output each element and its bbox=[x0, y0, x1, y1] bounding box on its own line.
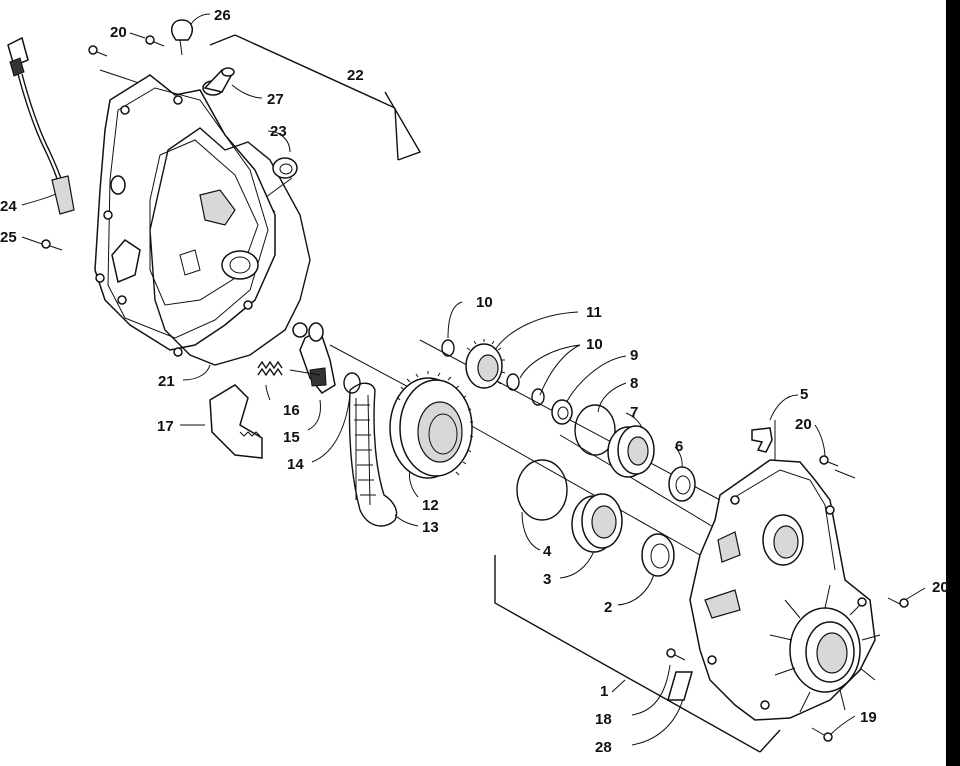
o-ring bbox=[516, 459, 568, 521]
callout-7: 7 bbox=[630, 404, 638, 421]
callout-25: 25 bbox=[0, 229, 17, 246]
callout-20: 20 bbox=[795, 416, 812, 433]
washer bbox=[551, 399, 573, 425]
screw bbox=[811, 727, 833, 742]
inner-cover-assembly bbox=[94, 74, 276, 357]
callout-2: 2 bbox=[604, 599, 612, 616]
screw bbox=[887, 597, 909, 608]
snap-ring bbox=[441, 339, 455, 357]
callout-23: 23 bbox=[270, 123, 287, 140]
callout-3: 3 bbox=[543, 571, 551, 588]
callout-14: 14 bbox=[287, 456, 304, 473]
callout-10: 10 bbox=[586, 336, 603, 353]
callout-21: 21 bbox=[158, 373, 175, 390]
callout-28: 28 bbox=[595, 739, 612, 756]
vent-fitting bbox=[751, 427, 773, 453]
callout-16: 16 bbox=[283, 402, 300, 419]
sprocket bbox=[389, 371, 474, 479]
callout-6: 6 bbox=[675, 438, 683, 455]
gasket bbox=[149, 127, 311, 366]
seal bbox=[668, 466, 696, 502]
callout-12: 12 bbox=[422, 497, 439, 514]
callout-9: 9 bbox=[630, 347, 638, 364]
callout-1: 1 bbox=[600, 683, 608, 700]
seal bbox=[272, 157, 298, 179]
snap-ring bbox=[506, 373, 520, 391]
callout-11: 11 bbox=[586, 304, 602, 321]
chaincase-housing bbox=[689, 459, 881, 721]
screw bbox=[819, 455, 839, 467]
screw bbox=[88, 35, 165, 57]
dipstick bbox=[667, 671, 693, 701]
callout-13: 13 bbox=[422, 519, 439, 536]
callout-20: 20 bbox=[932, 579, 949, 596]
callout-15: 15 bbox=[283, 429, 300, 446]
spring bbox=[257, 360, 283, 377]
screw bbox=[41, 239, 63, 251]
clip bbox=[171, 19, 193, 56]
callout-10: 10 bbox=[476, 294, 493, 311]
speed-sensor bbox=[7, 36, 75, 215]
callout-5: 5 bbox=[800, 386, 808, 403]
callout-24: 24 bbox=[0, 198, 17, 215]
callout-22: 22 bbox=[347, 67, 364, 84]
bearing bbox=[607, 425, 655, 478]
callout-27: 27 bbox=[267, 91, 284, 108]
callout-8: 8 bbox=[630, 375, 638, 392]
callout-labels: 1 2 3 4 5 6 7 8 9 10 10 11 12 13 14 15 1… bbox=[0, 7, 949, 756]
screw bbox=[666, 648, 686, 661]
drive-gear bbox=[465, 339, 506, 389]
right-edge-bar bbox=[946, 0, 960, 766]
callout-20: 20 bbox=[110, 24, 127, 41]
callout-4: 4 bbox=[543, 543, 552, 560]
plug bbox=[202, 67, 235, 96]
drive-chain bbox=[348, 382, 398, 527]
bearing bbox=[571, 493, 623, 553]
snap-ring bbox=[531, 388, 545, 406]
snap-ring bbox=[343, 372, 361, 394]
callout-26: 26 bbox=[214, 7, 231, 24]
chain-slide bbox=[209, 384, 263, 459]
callout-19: 19 bbox=[860, 709, 877, 726]
seal bbox=[641, 533, 675, 577]
o-ring bbox=[574, 404, 616, 456]
chain-tensioner bbox=[289, 322, 336, 394]
callout-17: 17 bbox=[157, 418, 174, 435]
callout-18: 18 bbox=[595, 711, 612, 728]
